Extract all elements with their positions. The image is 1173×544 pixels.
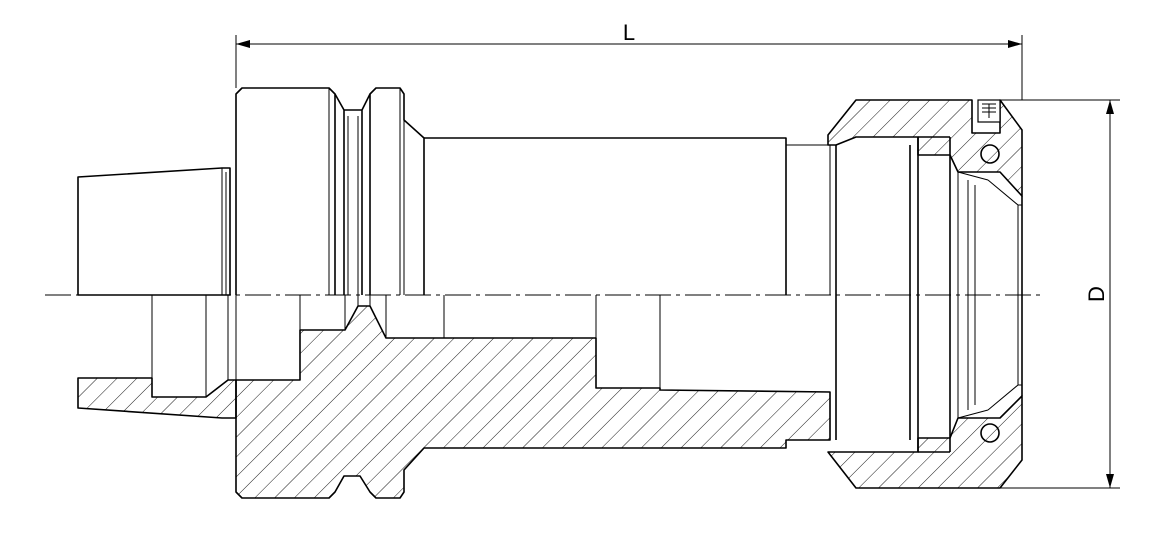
set-screw [977, 99, 1001, 123]
clamping-nut [827, 99, 1023, 489]
bore-lines [151, 295, 661, 397]
body-section [235, 305, 831, 499]
taper-section [77, 377, 237, 419]
dimension-length: L [235, 20, 1023, 100]
length-label: L [623, 20, 635, 45]
diameter-label: D [1084, 286, 1109, 302]
taper-shank-upper [77, 167, 231, 296]
v-groove-upper [334, 93, 371, 295]
nut-upper-section [827, 99, 1023, 197]
ball-upper [980, 144, 1000, 164]
body-upper [424, 137, 787, 295]
nut-outline [835, 137, 951, 452]
dimension-diameter: D [1000, 99, 1120, 489]
flange-upper [235, 87, 336, 295]
ball-lower [980, 423, 1000, 443]
upper-outline [77, 87, 836, 296]
collar-upper [369, 87, 425, 295]
lower-section [77, 295, 831, 499]
